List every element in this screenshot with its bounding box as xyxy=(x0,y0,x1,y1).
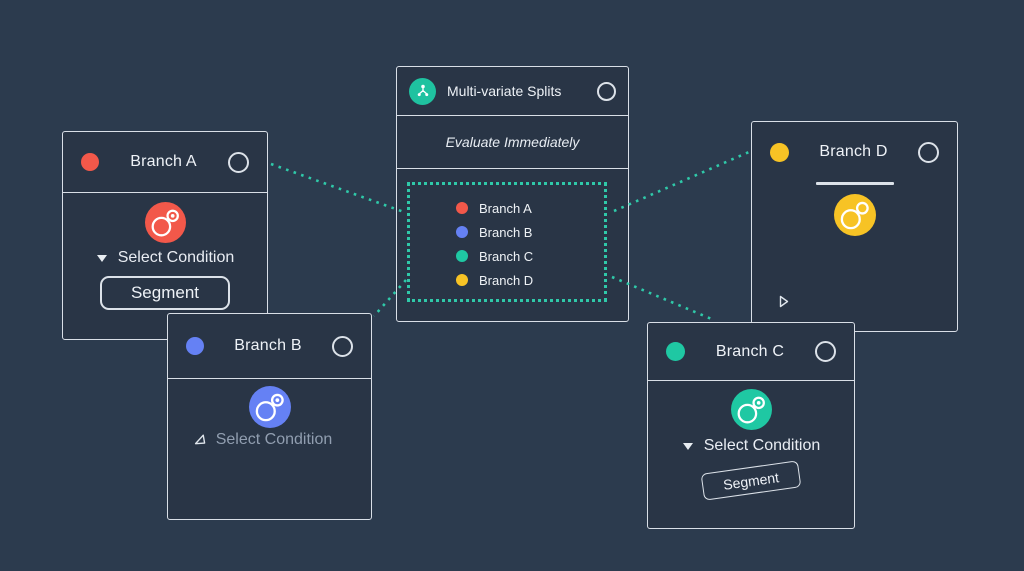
segment-icon xyxy=(833,193,876,236)
branch-d-color-dot xyxy=(456,274,468,286)
cursor-arrow-icon xyxy=(194,434,206,445)
node-select-radio[interactable] xyxy=(918,141,939,163)
select-condition-label: Select Condition xyxy=(703,437,821,454)
legend-item-branch-c: Branch C xyxy=(456,244,604,268)
node-title: Branch B xyxy=(234,337,302,354)
segment-icon xyxy=(144,202,186,243)
select-condition-button[interactable]: Select Condition xyxy=(193,431,333,449)
segment-option-button[interactable]: Segment xyxy=(100,276,230,310)
node-title: Multi-variate Splits xyxy=(447,83,562,99)
node-select-radio[interactable] xyxy=(228,151,249,173)
node-title: Branch D xyxy=(819,143,888,160)
legend-label: Branch C xyxy=(479,248,534,264)
select-condition-button[interactable]: Select Condition xyxy=(682,437,821,455)
evaluate-immediately-row: Evaluate Immediately xyxy=(397,116,628,169)
segment-icon xyxy=(248,386,291,428)
legend-label: Branch D xyxy=(479,272,534,288)
multivariate-splits-node[interactable]: Multi-variate Splits Evaluate Immediatel… xyxy=(396,66,629,322)
connector-branch-d xyxy=(613,150,750,213)
branch-a-color-dot xyxy=(81,153,99,171)
legend-item-branch-a: Branch A xyxy=(456,196,604,220)
legend-label: Branch B xyxy=(479,224,533,240)
segment-option-button[interactable]: Segment xyxy=(700,460,802,501)
branch-legend-section: Branch A Branch B Branch C Branch D xyxy=(397,169,628,303)
node-title: Branch A xyxy=(130,153,197,170)
title-underline-divider xyxy=(815,182,894,185)
multivariate-splits-icon xyxy=(409,77,436,105)
chevron-right-icon[interactable] xyxy=(779,295,789,308)
branch-c-header: Branch C xyxy=(648,323,854,381)
branch-b-body: Select Condition xyxy=(168,379,371,449)
node-title: Branch C xyxy=(715,342,785,360)
branch-a-body: Select Condition Segment xyxy=(63,193,267,310)
branch-b-node[interactable]: Branch B Select Condition xyxy=(167,313,372,520)
multivariate-splits-header: Multi-variate Splits xyxy=(397,67,628,116)
branch-b-color-dot xyxy=(456,226,468,238)
evaluate-label: Evaluate Immediately xyxy=(445,134,580,150)
branch-a-header: Branch A xyxy=(63,132,267,193)
node-select-radio[interactable] xyxy=(597,81,616,101)
branch-d-color-dot xyxy=(770,142,789,162)
branch-d-header: Branch D xyxy=(752,122,957,182)
select-condition-label: Select Condition xyxy=(215,431,333,448)
legend-item-branch-d: Branch D xyxy=(456,268,604,292)
branch-legend-highlight-box: Branch A Branch B Branch C Branch D xyxy=(407,182,607,302)
branch-c-color-dot xyxy=(666,342,685,361)
legend-item-branch-b: Branch B xyxy=(456,220,604,244)
branch-a-node[interactable]: Branch A Select Condition Segment xyxy=(62,131,268,340)
branch-d-node[interactable]: Branch D xyxy=(751,121,958,332)
chevron-down-icon xyxy=(682,442,693,450)
branch-c-body: Select Condition Segment xyxy=(648,381,854,501)
connector-branch-a xyxy=(270,162,405,214)
node-select-radio[interactable] xyxy=(332,335,353,357)
branch-d-body xyxy=(752,182,957,308)
branch-b-header: Branch B xyxy=(168,314,371,379)
branch-b-color-dot xyxy=(186,337,204,355)
legend-label: Branch A xyxy=(479,200,532,216)
chevron-down-icon xyxy=(96,254,107,262)
segment-icon xyxy=(730,389,772,430)
branch-a-color-dot xyxy=(456,202,468,214)
branch-c-color-dot xyxy=(456,250,468,262)
branch-c-node[interactable]: Branch C Select Condition Segment xyxy=(647,322,855,529)
select-condition-label: Select Condition xyxy=(117,249,235,266)
select-condition-button[interactable]: Select Condition xyxy=(96,249,235,267)
node-select-radio[interactable] xyxy=(815,341,836,362)
